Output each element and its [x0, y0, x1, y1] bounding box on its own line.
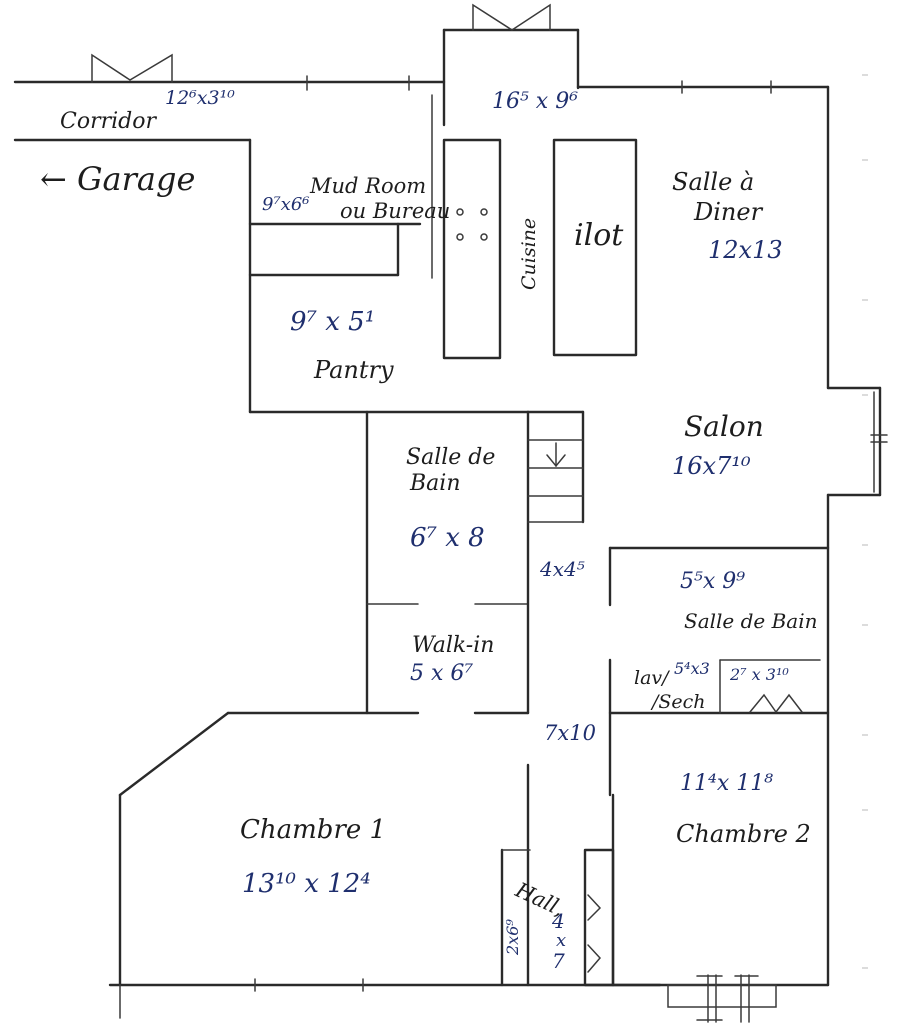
- walls: [13, 28, 888, 1023]
- graph-paper-marks: [862, 74, 868, 969]
- small-room-dim: 4x4⁵: [539, 557, 585, 581]
- dining-dim: 12x13: [708, 236, 783, 264]
- hall-dim-2: x: [556, 930, 566, 951]
- ilot-label: ilot: [574, 218, 624, 253]
- cuisine-label: Cuisine: [518, 218, 540, 290]
- hall-dim: 7x10: [544, 721, 596, 745]
- entry-dim: 16⁵ x 9⁶: [492, 89, 578, 114]
- chambre2-label: Chambre 2: [676, 820, 811, 848]
- chambre1-dim: 13¹⁰ x 12⁴: [242, 869, 371, 899]
- laundry-label-2: /Sech: [650, 691, 706, 713]
- closet-dim: 2⁷ x 3¹⁰: [729, 665, 789, 684]
- bath1-label-1: Salle de: [406, 445, 495, 470]
- stairs-down-arrow-icon: [546, 442, 566, 468]
- dining-label-2: Diner: [693, 198, 764, 226]
- bath2-label: Salle de Bain: [684, 609, 818, 633]
- dining-label-1: Salle à: [672, 168, 754, 196]
- laundry-dim: 5⁴x3: [674, 659, 710, 678]
- salon-dim: 16x7¹⁰: [672, 452, 751, 480]
- bath2-dim: 5⁵x 9⁹: [680, 569, 745, 594]
- corridor-label: Corridor: [60, 109, 157, 134]
- corridor-dim: 12⁶x3¹⁰: [165, 87, 235, 109]
- chambre2-dim: 11⁴x 11⁸: [680, 771, 773, 796]
- chambre1-label: Chambre 1: [240, 815, 386, 845]
- salon-label: Salon: [684, 410, 764, 443]
- hall-dim-1: 4: [551, 909, 565, 933]
- bath1-label-2: Bain: [409, 471, 461, 496]
- walkin-label: Walk-in: [412, 633, 494, 658]
- cooktop-icon: [456, 208, 488, 241]
- pantry-dim: 9⁷ x 5¹: [290, 307, 375, 337]
- laundry-label-1: lav/: [634, 667, 670, 689]
- garage-label: ← Garage: [40, 160, 195, 198]
- sink-icon: [749, 693, 803, 714]
- pantry-label: Pantry: [313, 356, 394, 384]
- hall-closet-dim: 2x6⁹: [503, 919, 522, 956]
- door-swing-icon: [91, 3, 551, 83]
- mudroom-label-2: ou Bureau: [340, 199, 450, 223]
- closet-door-icon: [587, 894, 602, 973]
- mudroom-dim: 9⁷x6⁶: [262, 194, 310, 215]
- walkin-dim: 5 x 6⁷: [410, 661, 473, 686]
- hall-dim-3: 7: [552, 949, 565, 973]
- bath1-dim: 6⁷ x 8: [410, 523, 485, 553]
- mudroom-label-1: Mud Room: [309, 174, 426, 198]
